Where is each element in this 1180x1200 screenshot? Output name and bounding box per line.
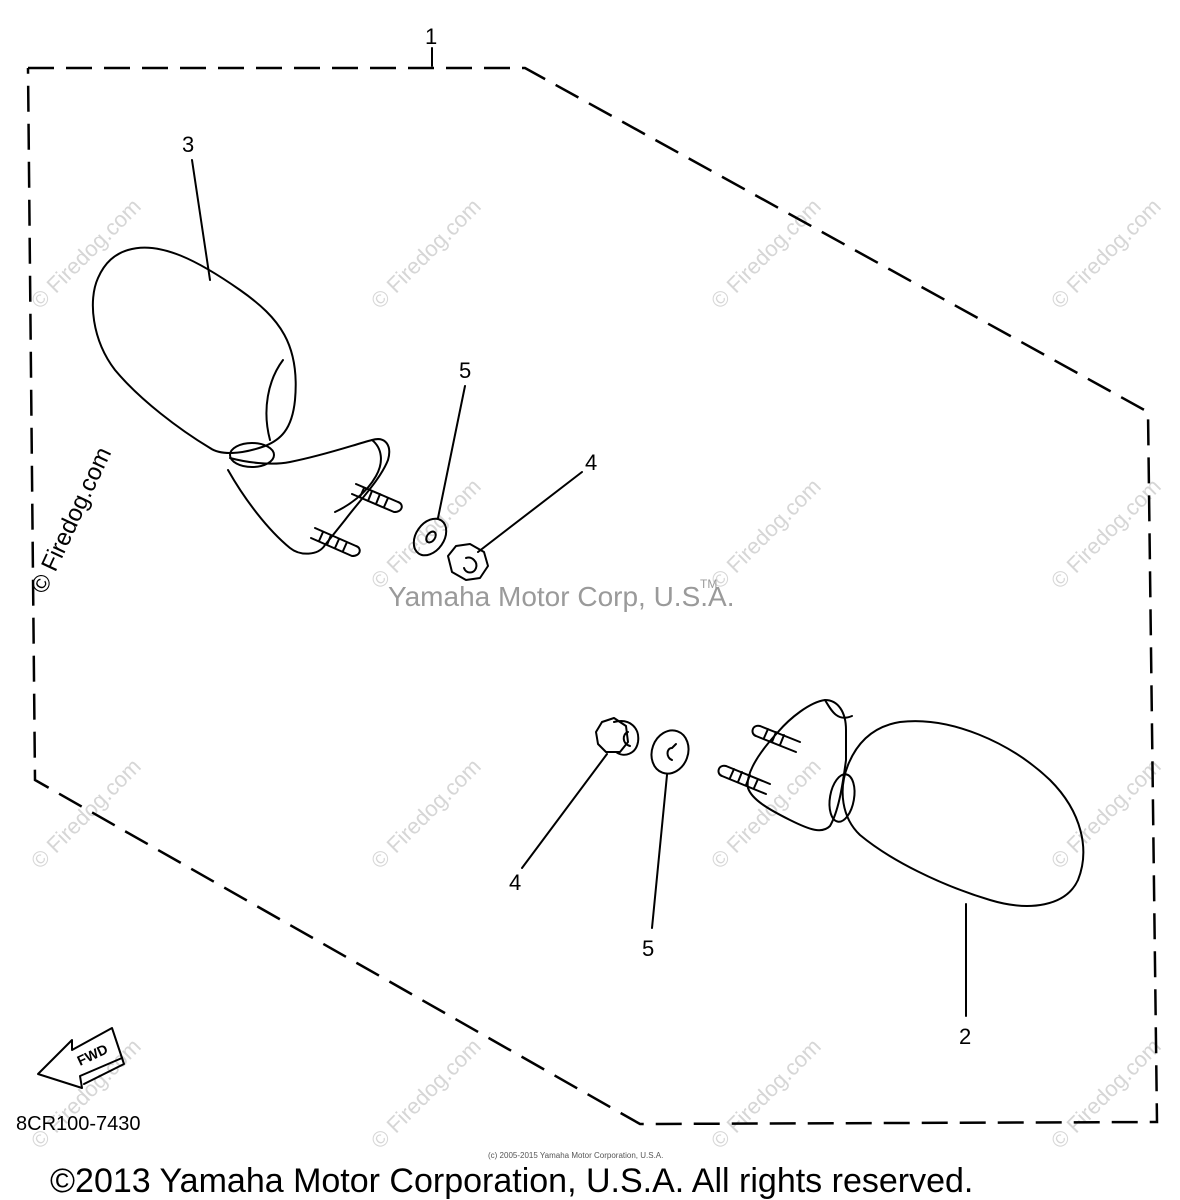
callout-2: 2 — [959, 1024, 971, 1049]
mirror-head-right — [841, 720, 1085, 907]
watermark-text: © Firedog.com — [366, 754, 486, 874]
watermark-text: © Firedog.com — [1046, 754, 1166, 874]
nut-upper — [447, 543, 489, 581]
leader-line-4-lower — [521, 753, 608, 869]
watermark-text: © Firedog.com — [706, 194, 826, 314]
washer-upper — [412, 517, 448, 557]
trademark-mark: TM — [700, 577, 717, 591]
leader-line-5-lower — [651, 774, 668, 929]
copyright-notice: ©2013 Yamaha Motor Corporation, U.S.A. A… — [50, 1162, 973, 1200]
watermark-text: © Firedog.com — [26, 194, 146, 314]
mirror-left — [91, 246, 489, 581]
mirror-stud-upper-right — [751, 724, 801, 753]
watermark-text: © Firedog.com — [26, 754, 146, 874]
nut-lower-thread — [622, 731, 631, 747]
center-watermark: Yamaha Motor Corp, U.S.A. — [388, 581, 735, 612]
watermark-text: © Firedog.com — [1046, 474, 1166, 594]
leader-line-4-upper — [477, 471, 583, 553]
mirror-head-left — [91, 246, 297, 454]
mirror-stud-lower-left — [310, 527, 361, 557]
washer-lower — [650, 729, 690, 775]
figure-code: 8CR100-7430 — [16, 1113, 141, 1135]
mirror-right — [595, 699, 1085, 907]
mirror-neck-left — [229, 442, 275, 468]
callout-5-lower: 5 — [642, 936, 654, 961]
leader-line-3 — [191, 159, 211, 281]
mirror-base-plate-left — [334, 439, 382, 513]
nut-lower — [595, 717, 629, 753]
assembly-outline — [26, 66, 1159, 1126]
watermark-text: © Firedog.com — [706, 754, 826, 874]
small-credit: (c) 2005-2015 Yamaha Motor Corporation, … — [488, 1151, 663, 1160]
callout-1: 1 — [425, 24, 437, 49]
mirror-stem-left — [227, 438, 391, 555]
watermark-text: © Firedog.com — [1046, 194, 1166, 314]
mirror-rim-left — [265, 359, 284, 441]
washer-lower-hole — [666, 743, 677, 761]
mirror-stud-lower-right — [717, 764, 771, 795]
watermark-layer: © Firedog.com © Firedog.com © Firedog.co… — [26, 194, 1166, 1154]
nut-lower-collar — [613, 720, 640, 756]
callout-4-lower: 4 — [509, 870, 521, 895]
mirror-neck-right — [828, 773, 856, 823]
watermark-text: © Firedog.com — [706, 1034, 826, 1154]
watermark-edge: © Firedog.com — [26, 443, 117, 597]
mirror-base-inner-right — [824, 699, 853, 719]
watermark-text: © Firedog.com — [1046, 1034, 1166, 1154]
watermark-text: © Firedog.com — [366, 474, 486, 594]
fwd-arrow-outline — [37, 1027, 123, 1089]
mirror-stud-upper-left — [351, 483, 403, 513]
callout-5-upper: 5 — [459, 358, 471, 383]
watermark-text: © Firedog.com — [366, 1034, 486, 1154]
leader-line-5-upper — [437, 385, 466, 519]
watermark-text: © Firedog.com — [366, 194, 486, 314]
fwd-arrow-shadow — [83, 1057, 125, 1085]
washer-upper-hole — [425, 530, 437, 544]
callout-3: 3 — [182, 132, 194, 157]
watermark-text: © Firedog.com — [706, 474, 826, 594]
callout-4-upper: 4 — [585, 450, 597, 475]
